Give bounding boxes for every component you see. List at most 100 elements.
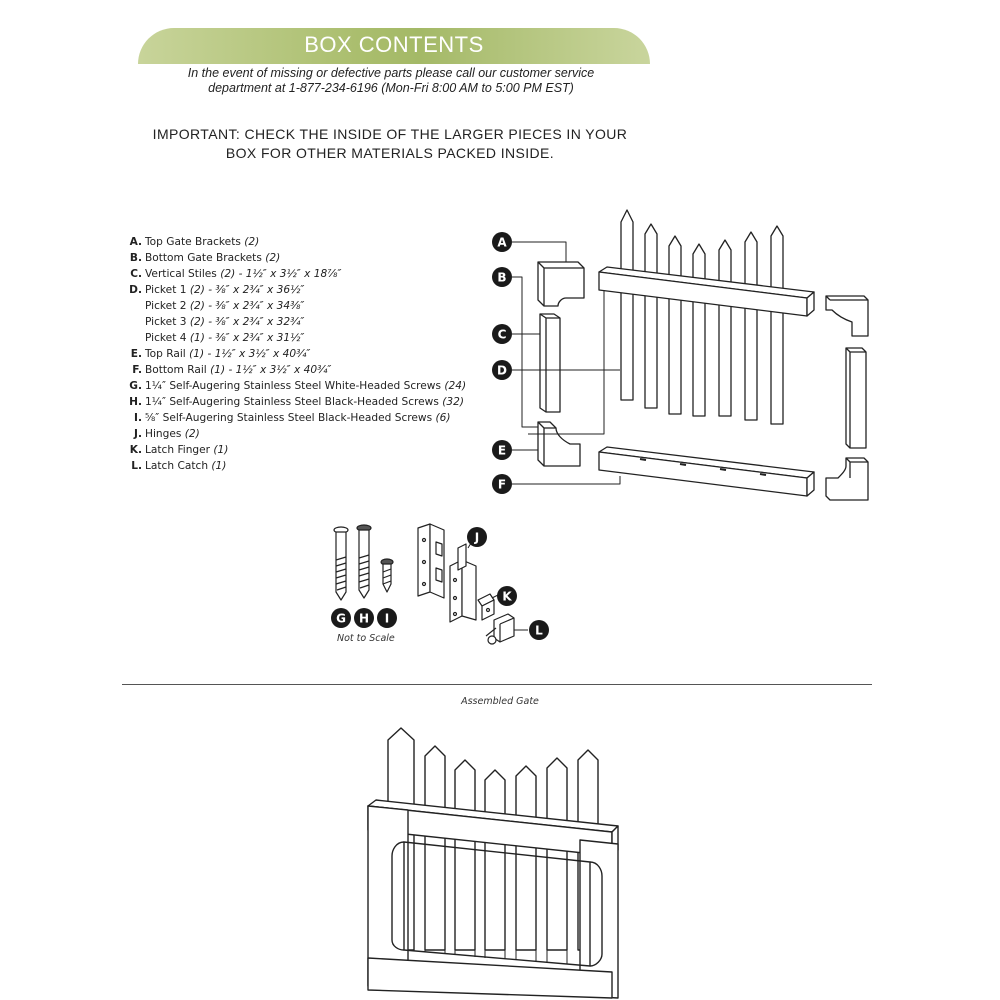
top-gate-bracket-left	[537, 261, 585, 307]
callout-e: E	[492, 440, 512, 460]
callout-i-label: I	[385, 612, 389, 626]
part-name: Hinges	[145, 428, 182, 440]
callout-a: A	[492, 232, 512, 252]
part-qty: (1) - 1½″ x 3½″ x 40¾″	[189, 348, 311, 360]
part-row-i: I.⅝″ Self-Augering Stainless Steel Black…	[120, 410, 480, 426]
part-letter: H.	[129, 396, 142, 408]
part-qty: (1) - 1½″ x 3½″ x 40¾″	[210, 364, 332, 376]
part-name: Top Gate Brackets	[145, 236, 241, 248]
part-row-c: C.Vertical Stiles (2) - 1½″ x 3½″ x 18⅞″	[120, 266, 480, 282]
part-name: Picket 2	[145, 300, 187, 312]
parts-list: A.Top Gate Brackets (2) B.Bottom Gate Br…	[120, 234, 480, 474]
callout-g: G	[331, 608, 351, 628]
callout-h: H	[354, 608, 374, 628]
page-title: BOX CONTENTS	[304, 32, 484, 57]
part-row-e: E.Top Rail (1) - 1½″ x 3½″ x 40¾″	[120, 346, 480, 362]
part-letter: K.	[129, 444, 142, 456]
support-line-1: In the event of missing or defective par…	[187, 66, 595, 80]
leader-lines	[512, 241, 621, 485]
callout-g-label: G	[336, 612, 346, 626]
section-divider	[122, 684, 872, 685]
callout-a-label: A	[497, 236, 507, 250]
part-row-a: A.Top Gate Brackets (2)	[120, 234, 480, 250]
part-qty: (24)	[444, 380, 467, 392]
part-name: Vertical Stiles	[145, 268, 217, 280]
callout-d-label: D	[497, 364, 507, 378]
screw-g-icon	[333, 526, 349, 601]
part-qty: (6)	[435, 412, 451, 424]
bottom-gate-bracket-right	[825, 457, 869, 501]
bottom-rail	[598, 446, 815, 497]
part-qty: (2) - ⅜″ x 2¾″ x 34⅜″	[189, 300, 305, 312]
part-row-b: B.Bottom Gate Brackets (2)	[120, 250, 480, 266]
callout-j: J	[467, 527, 487, 547]
part-name: Latch Finger	[145, 444, 211, 456]
part-letter: C.	[130, 268, 142, 280]
part-letter: G.	[129, 380, 142, 392]
part-qty: (1)	[211, 460, 227, 472]
part-letter: A.	[129, 236, 142, 248]
part-name: Bottom Gate Brackets	[145, 252, 262, 264]
support-line-2: department at 1-877-234-6196 (Mon-Fri 8:…	[208, 81, 574, 95]
callout-j-label: J	[474, 531, 479, 545]
part-qty: (1) - ⅜″ x 2¾″ x 31½″	[189, 332, 305, 344]
callout-k: K	[497, 586, 517, 606]
assembled-frame	[367, 805, 619, 999]
vertical-stile-right	[845, 347, 867, 449]
vertical-stile-left	[539, 313, 561, 413]
part-row-j: J.Hinges (2)	[120, 426, 480, 442]
part-name: ⅝″ Self-Augering Stainless Steel Black-H…	[145, 412, 433, 424]
callout-e-label: E	[498, 444, 506, 458]
assembled-picket-lines	[424, 844, 568, 964]
bottom-gate-bracket-left	[537, 421, 581, 467]
callout-b-label: B	[497, 271, 506, 285]
part-qty: (2) - 1½″ x 3½″ x 18⅞″	[220, 268, 342, 280]
callout-f-label: F	[498, 478, 506, 492]
latch-catch-icon	[485, 613, 515, 645]
part-name: Picket 4	[145, 332, 187, 344]
part-qty: (32)	[442, 396, 464, 408]
part-row-g: G.1¼″ Self-Augering Stainless Steel Whit…	[120, 378, 480, 394]
important-line-1: IMPORTANT: CHECK THE INSIDE OF THE LARGE…	[152, 126, 628, 142]
callout-b: B	[492, 267, 512, 287]
part-name: Top Rail	[145, 348, 186, 360]
important-notice: IMPORTANT: CHECK THE INSIDE OF THE LARGE…	[120, 125, 660, 163]
callout-l-label: L	[535, 624, 543, 638]
important-line-2: BOX FOR OTHER MATERIALS PACKED INSIDE.	[225, 145, 555, 161]
top-rail	[598, 266, 815, 317]
screw-i-icon	[380, 558, 394, 593]
callout-i: I	[377, 608, 397, 628]
part-name: 1¼″ Self-Augering Stainless Steel Black-…	[145, 396, 439, 408]
part-qty: (1)	[213, 444, 229, 456]
callout-l: L	[529, 620, 549, 640]
callout-c-label: C	[498, 328, 507, 342]
part-letter: I.	[134, 412, 142, 424]
screw-h-icon	[356, 524, 372, 599]
part-row-d-picket-2: Picket 2 (2) - ⅜″ x 2¾″ x 34⅜″	[120, 298, 480, 314]
part-row-d-picket-3: Picket 3 (2) - ⅜″ x 2¾″ x 32¾″	[120, 314, 480, 330]
part-qty: (2)	[244, 236, 260, 248]
part-row-d: D.Picket 1 (2) - ⅜″ x 2¾″ x 36½″	[120, 282, 480, 298]
header-banner: BOX CONTENTS	[138, 28, 650, 64]
part-row-d-picket-4: Picket 4 (1) - ⅜″ x 2¾″ x 31½″	[120, 330, 480, 346]
callout-k-label: K	[502, 590, 512, 604]
part-letter: J.	[134, 428, 142, 440]
assembled-gate-caption: Assembled Gate	[461, 696, 539, 707]
part-row-l: L.Latch Catch (1)	[120, 458, 480, 474]
part-qty: (2) - ⅜″ x 2¾″ x 32¾″	[189, 316, 305, 328]
not-to-scale-caption: Not to Scale	[337, 633, 395, 644]
callout-d: D	[492, 360, 512, 380]
part-name: Bottom Rail	[145, 364, 207, 376]
hinge-icon	[417, 523, 477, 623]
part-letter: E.	[130, 348, 142, 360]
latch-finger-icon	[477, 593, 495, 621]
part-name: Latch Catch	[145, 460, 209, 472]
callout-c: C	[492, 324, 512, 344]
top-gate-bracket-right	[825, 295, 869, 337]
callout-h-label: H	[359, 612, 369, 626]
